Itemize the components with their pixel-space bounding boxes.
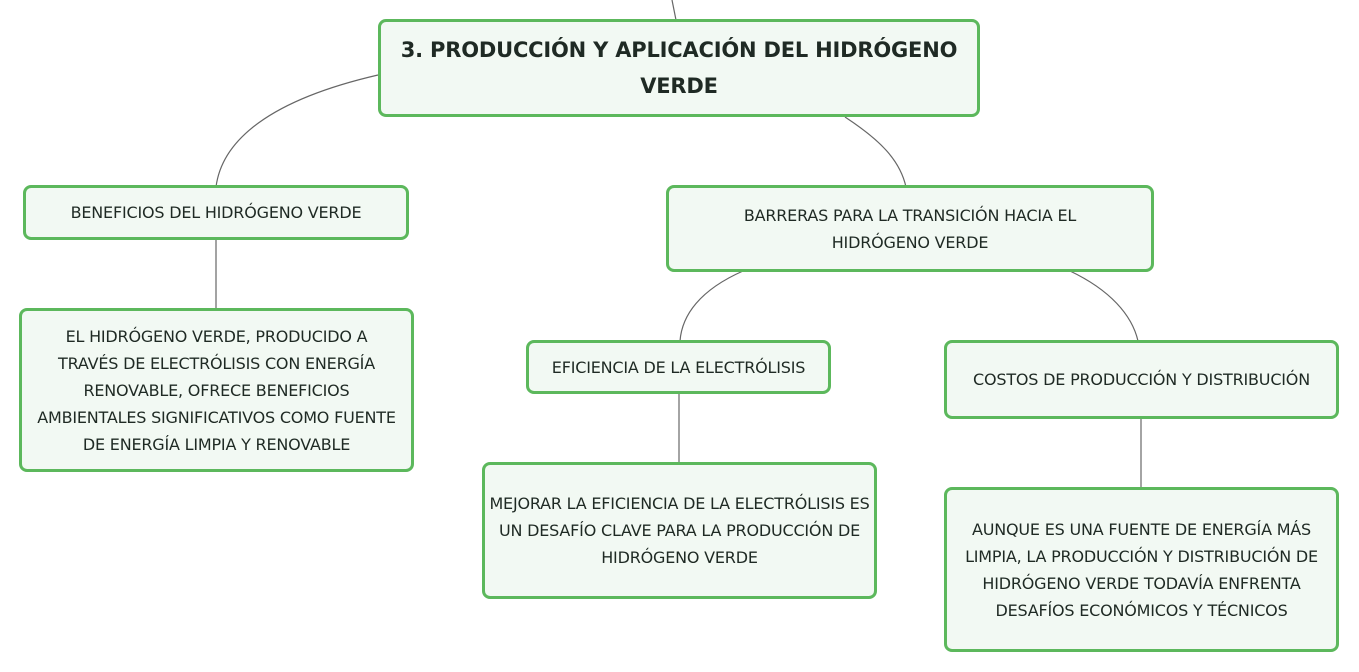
costos-detail-node[interactable]: AUNQUE ES UNA FUENTE DE ENERGÍA MÁS LIMP… xyxy=(944,487,1339,652)
eficiencia-label: EFICIENCIA DE LA ELECTRÓLISIS xyxy=(551,357,806,377)
beneficios-node[interactable]: BENEFICIOS DEL HIDRÓGENO VERDE xyxy=(23,185,409,240)
connector-main-to-barreras xyxy=(844,116,907,188)
costos-label: COSTOS DE PRODUCCIÓN Y DISTRIBUCIÓN xyxy=(973,370,1310,389)
connector-main-to-beneficios xyxy=(215,74,379,188)
eficiencia-node[interactable]: EFICIENCIA DE LA ELECTRÓLISIS xyxy=(526,340,831,394)
costos-node[interactable]: COSTOS DE PRODUCCIÓN Y DISTRIBUCIÓN xyxy=(944,340,1339,419)
main-topic-label: 3. PRODUCCIÓN Y APLICACIÓN DEL HIDRÓGENO… xyxy=(400,38,958,98)
connector-barreras-to-costos xyxy=(1069,270,1139,342)
barreras-node[interactable]: BARRERAS PARA LA TRANSICIÓN HACIA EL HID… xyxy=(666,185,1154,272)
main-topic-node[interactable]: 3. PRODUCCIÓN Y APLICACIÓN DEL HIDRÓGENO… xyxy=(378,19,980,117)
eficiencia-detail-label: MEJORAR LA EFICIENCIA DE LA ELECTRÓLISIS… xyxy=(489,494,870,567)
beneficios-detail-node[interactable]: EL HIDRÓGENO VERDE, PRODUCIDO A TRAVÉS D… xyxy=(19,308,414,472)
beneficios-detail-label: EL HIDRÓGENO VERDE, PRODUCIDO A TRAVÉS D… xyxy=(37,326,396,454)
costos-detail-label: AUNQUE ES UNA FUENTE DE ENERGÍA MÁS LIMP… xyxy=(965,519,1318,620)
beneficios-label: BENEFICIOS DEL HIDRÓGENO VERDE xyxy=(70,203,362,222)
eficiencia-detail-node[interactable]: MEJORAR LA EFICIENCIA DE LA ELECTRÓLISIS… xyxy=(482,462,877,599)
connector-parent-to-main xyxy=(671,0,677,21)
barreras-label: BARRERAS PARA LA TRANSICIÓN HACIA EL HID… xyxy=(743,205,1077,252)
connector-barreras-to-eficiencia xyxy=(679,270,744,342)
